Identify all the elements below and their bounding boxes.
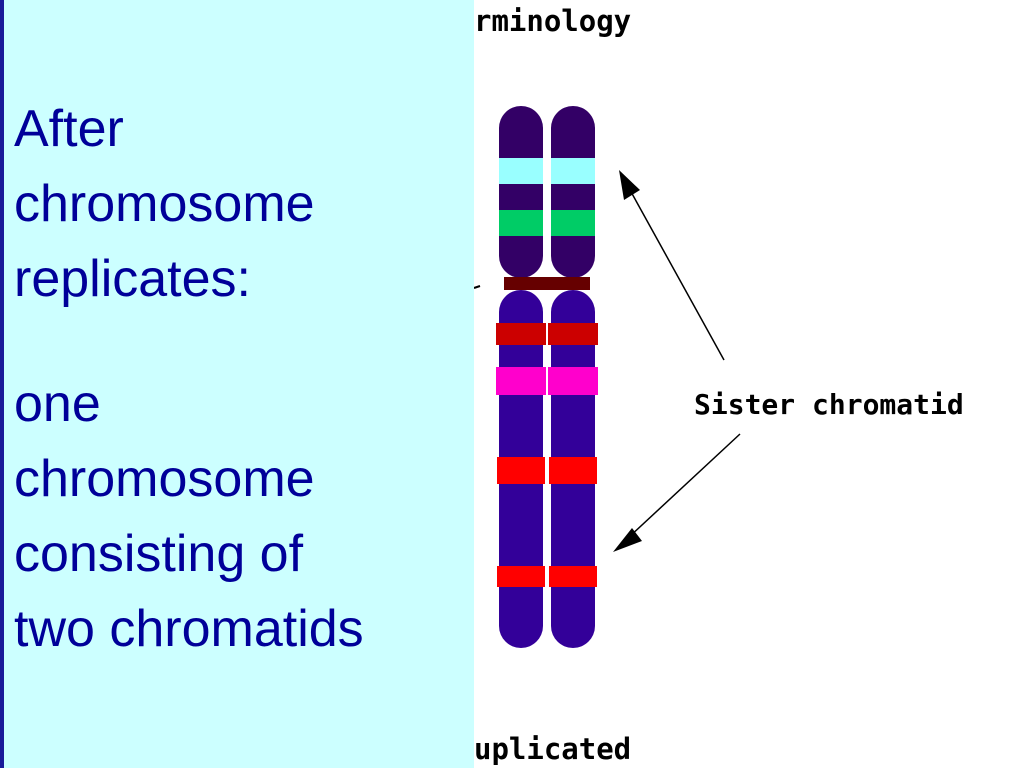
right-chromatid [548, 106, 598, 648]
text-line: two chromatids [14, 600, 364, 658]
left-band-red-1 [497, 457, 545, 484]
upper-arrowhead [619, 170, 640, 200]
right-upper-arm [551, 106, 595, 278]
centromere [504, 277, 590, 290]
left-band-red-2 [497, 566, 545, 587]
text-line: chromosome [14, 175, 315, 233]
left-band-darkred [496, 323, 546, 345]
left-upper-arm [499, 106, 543, 278]
upper-arrow [619, 170, 725, 361]
text-panel: After chromosome replicates: one chromos… [0, 0, 474, 768]
left-chromatid [496, 106, 546, 648]
lower-arrow [613, 433, 741, 552]
right-band-green [551, 210, 595, 236]
right-band-cyan [551, 158, 595, 184]
left-band-cyan [499, 158, 543, 184]
diagram-title-fragment: rminology [474, 4, 632, 38]
sister-chromatid-label: Sister chromatid [694, 388, 964, 421]
text-line: one [14, 375, 101, 433]
right-band-magenta [548, 367, 598, 395]
left-band-green [499, 210, 543, 236]
text-line: chromosome [14, 450, 315, 508]
lower-arrowhead [613, 528, 642, 552]
left-band-magenta [496, 367, 546, 395]
right-band-red-2 [549, 566, 597, 587]
text-line: replicates: [14, 250, 251, 308]
centromere-pointer-stub [473, 285, 481, 289]
slide-text: After chromosome replicates: one chromos… [14, 92, 469, 667]
right-band-red-1 [549, 457, 597, 484]
diagram-bottom-fragment: uplicated [474, 732, 632, 766]
text-line: After [14, 100, 124, 158]
right-band-darkred [548, 323, 598, 345]
text-gap [14, 317, 469, 367]
text-line: consisting of [14, 525, 304, 583]
